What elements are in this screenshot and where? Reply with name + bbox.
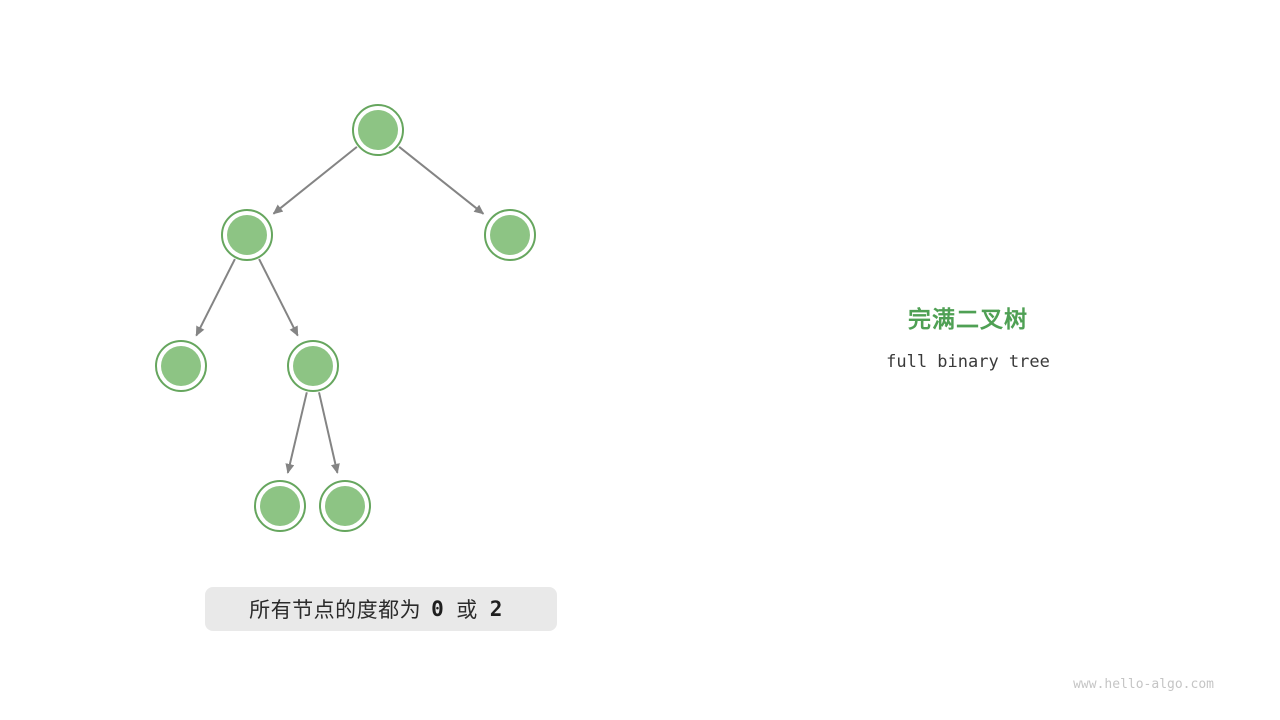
tree-node-fill — [161, 346, 201, 386]
tree-node — [155, 340, 207, 392]
degree-caption: 所有节点的度都为 0 或 2 — [205, 587, 557, 631]
tree-edge — [285, 392, 308, 474]
tree-edge — [318, 392, 340, 474]
tree-edge — [195, 258, 236, 337]
tree-node — [319, 480, 371, 532]
tree-node — [254, 480, 306, 532]
tree-node — [484, 209, 536, 261]
tree-node-fill — [358, 110, 398, 150]
tree-edges — [195, 146, 485, 474]
caption-value-0: 0 — [431, 597, 445, 621]
tree-nodes — [155, 104, 536, 532]
tree-node-fill — [293, 346, 333, 386]
caption-or: 或 — [456, 599, 478, 622]
watermark: www.hello-algo.com — [1073, 677, 1214, 692]
tree-edge — [258, 258, 299, 337]
title-chinese: 完满二叉树 — [908, 306, 1028, 332]
tree-node — [287, 340, 339, 392]
tree-edge — [272, 146, 358, 215]
tree-node-fill — [227, 215, 267, 255]
tree-node-fill — [490, 215, 530, 255]
tree-node-fill — [260, 486, 300, 526]
tree-node — [352, 104, 404, 156]
caption-prefix: 所有节点的度都为 — [249, 599, 422, 622]
tree-node — [221, 209, 273, 261]
tree-edge — [398, 146, 485, 215]
side-title: 完满二叉树 full binary tree — [818, 300, 1118, 372]
tree-node-fill — [325, 486, 365, 526]
title-english: full binary tree — [886, 352, 1050, 372]
caption-value-2: 2 — [489, 597, 503, 621]
